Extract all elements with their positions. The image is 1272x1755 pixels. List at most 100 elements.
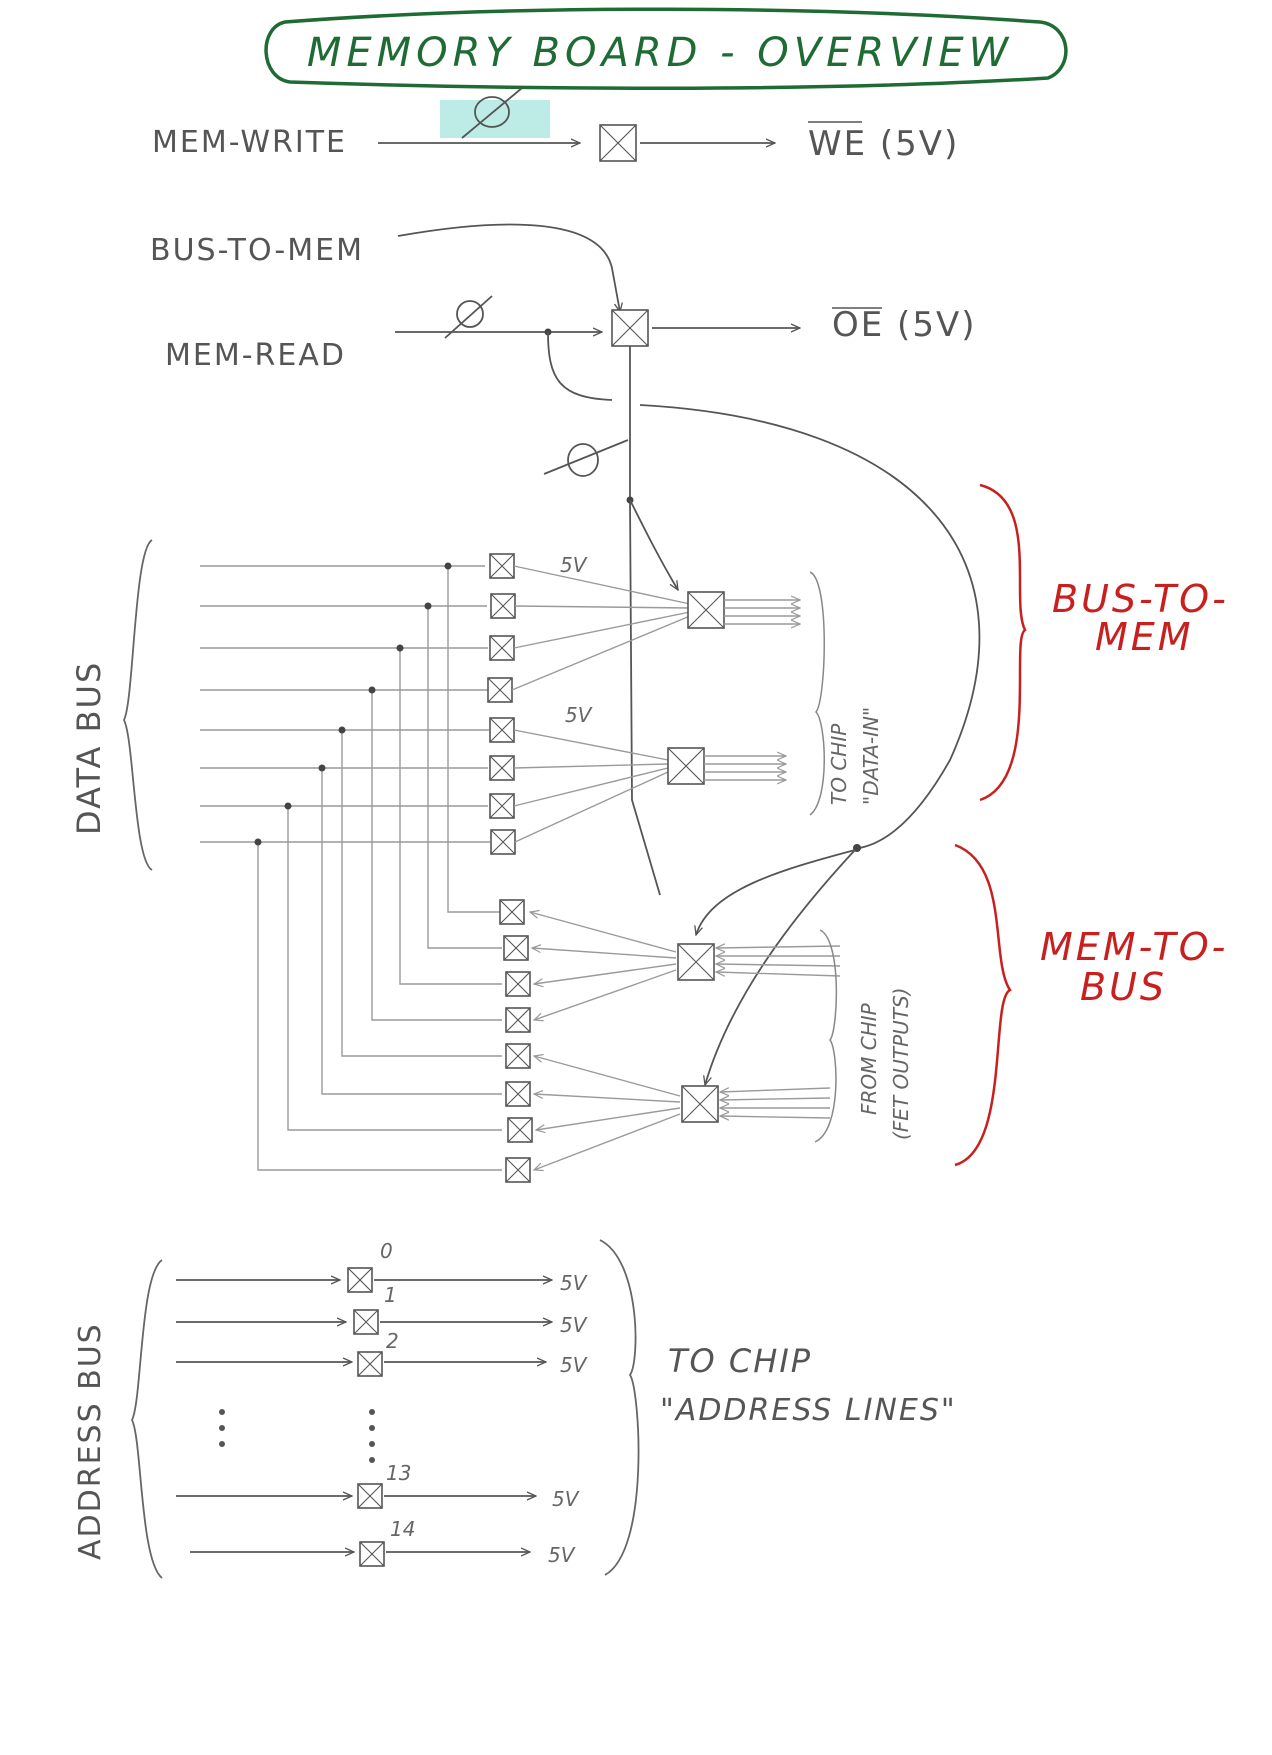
inverter-slash [543, 439, 629, 475]
address-index: 14 [390, 1517, 415, 1541]
address-lines-label: "ADDRESS LINES" [660, 1393, 957, 1428]
address-index: 2 [386, 1329, 399, 1353]
address-bus-brace [130, 1259, 163, 1579]
mem-to-bus-brace-group: MEM-TO- BUS [954, 843, 1228, 1167]
data-bus-label: DATA BUS [70, 661, 108, 835]
fet-outputs-label: (FET OUTPUTS) [889, 987, 913, 1140]
fan-out-wire [534, 963, 677, 984]
oe-output-label: OE (5V) [832, 305, 976, 345]
ellipsis-dot [219, 1441, 225, 1447]
address-lines-brace [599, 1239, 640, 1576]
inverter-slash [461, 87, 523, 139]
fan-out-wire [530, 912, 677, 953]
ellipsis-dot [219, 1425, 225, 1431]
address-index: 13 [386, 1461, 411, 1485]
return-line [447, 566, 500, 913]
bus-to-mem-red-brace [979, 483, 1027, 802]
fet-wire [716, 964, 841, 966]
mem-to-bus-buffer-icon [505, 1007, 531, 1033]
return-line [257, 842, 502, 1171]
return-line [287, 806, 502, 1131]
address-index: 0 [380, 1239, 393, 1263]
ellipsis-dot [369, 1425, 375, 1431]
bus-to-mem-wire [397, 223, 620, 312]
address-buffer-icon [353, 1309, 379, 1335]
bus-to-mem-brace-line-1: BUS-TO- [1052, 577, 1229, 621]
address-bus-block: ADDRESS BUS 0 5V 1 5V 2 5V 13 5V 14 5V [73, 1239, 957, 1579]
mem-to-bus-red-brace [954, 843, 1012, 1167]
address-buffer-icon [359, 1541, 385, 1567]
bus-to-mem-label: BUS-TO-MEM [150, 233, 364, 268]
ellipsis-dot [369, 1409, 375, 1415]
mem-to-bus-buffer-icon [505, 1081, 531, 1107]
data-in-buffer-icon [687, 591, 725, 629]
fan-out-wire [534, 1113, 681, 1170]
data-in-brace [809, 571, 825, 816]
fet-wire [716, 946, 841, 948]
mem-to-bus-buffer-icon [507, 1117, 533, 1143]
fet-output-buffer-icon [681, 1085, 719, 1123]
volt-label: 5V [548, 1543, 576, 1567]
mem-to-bus-buffer-icon [505, 971, 531, 997]
address-buffer-icon [347, 1267, 373, 1293]
bus-to-mem-buffer-icon [489, 717, 515, 743]
inverter-circle-icon [474, 96, 510, 128]
data-in-buffer-icon [667, 747, 705, 785]
fan-wire [513, 611, 691, 649]
fet-wire [720, 1116, 831, 1118]
return-line [427, 606, 502, 949]
data-bus-block: DATA BUS 5V 5V [70, 539, 913, 1183]
junction-dot [368, 686, 376, 694]
mem-to-bus-buffer-icon [505, 1157, 531, 1183]
volt-label: 5V [560, 1353, 588, 1377]
return-line [321, 768, 502, 1095]
fet-brace [814, 929, 838, 1143]
junction-dot [284, 802, 292, 810]
mem-to-bus-buffer-icon [505, 1043, 531, 1069]
enable-branch-3 [696, 849, 856, 935]
enable-branch-1 [629, 499, 678, 590]
mem-write-label: MEM-WRITE [152, 125, 347, 160]
fan-out-wire [534, 1094, 681, 1103]
fan-wire [513, 767, 669, 807]
junction-dot [444, 562, 452, 570]
bus-to-mem-buffer-icon [490, 593, 516, 619]
mem-to-bus-buffer-icon [503, 935, 529, 961]
ellipsis-dot [219, 1409, 225, 1415]
address-bus-label: ADDRESS BUS [73, 1322, 108, 1560]
inverter-slash [444, 295, 493, 339]
data-bus-brace [122, 539, 153, 871]
junction-dot [338, 726, 346, 734]
address-buffer-icon [357, 1483, 383, 1509]
bus-to-mem-buffer-icon [489, 553, 515, 579]
fan-wire [513, 763, 669, 769]
highlighter-mark [440, 100, 550, 138]
mem-read-label: MEM-READ [165, 338, 346, 373]
fan-out-wire [532, 948, 677, 959]
volt-label: 5V [565, 703, 593, 727]
page-title: MEMORY BOARD - OVERVIEW [307, 30, 1013, 76]
mem-to-bus-buffer-icon [499, 899, 525, 925]
bus-to-mem-buffer-icon [487, 677, 513, 703]
fan-wire [513, 729, 669, 761]
bus-to-mem-buffer-icon [489, 793, 515, 819]
fan-wire [514, 771, 669, 843]
address-index: 1 [384, 1283, 397, 1307]
title-outline [264, 7, 1068, 91]
mem-to-bus-brace-line-1: MEM-TO- [1040, 925, 1228, 969]
junction-dot [424, 602, 432, 610]
oe-buffer-icon [611, 309, 649, 347]
address-buffer-icon [357, 1351, 383, 1377]
bus-to-mem-buffer-icon [489, 755, 515, 781]
to-chip-label: TO CHIP [827, 723, 851, 805]
volt-label: 5V [560, 1313, 588, 1337]
bus-to-mem-buffer-icon [489, 635, 515, 661]
fet-wire [716, 972, 841, 976]
fet-wire [720, 1098, 831, 1100]
read-control-block: BUS-TO-MEM MEM-READ OE (5V) [150, 223, 981, 1085]
return-line [371, 690, 502, 1021]
fan-wire [511, 615, 691, 691]
fet-wire [720, 1088, 831, 1092]
data-in-label: "DATA-IN" [859, 707, 883, 805]
